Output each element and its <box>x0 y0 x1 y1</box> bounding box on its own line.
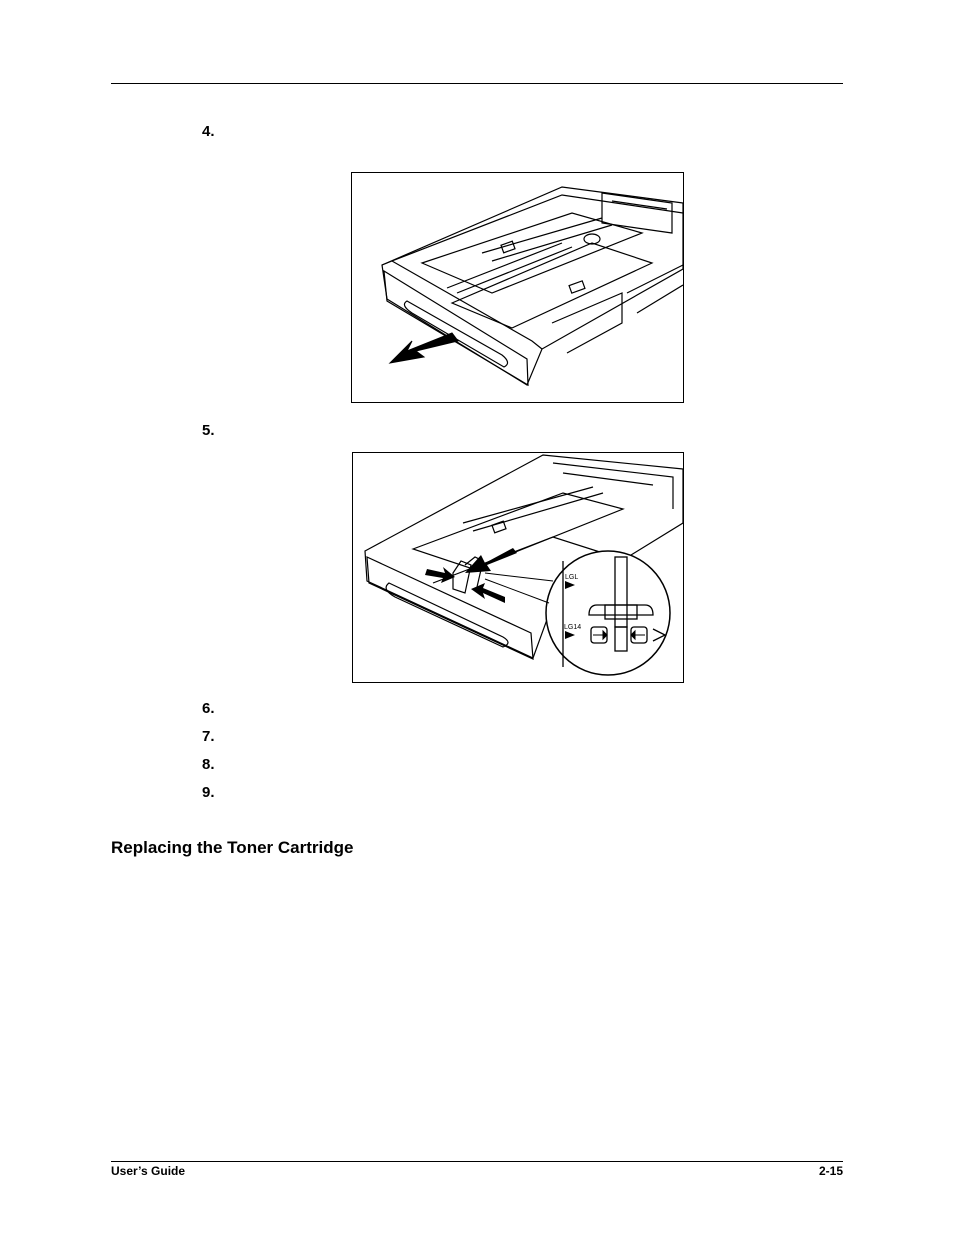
section-heading: Replacing the Toner Cartridge <box>111 838 354 857</box>
tray-pull-out-illustration <box>381 186 683 387</box>
figure-guide-adjust: LGL LG14 <box>352 452 684 683</box>
step-number-9: 9. <box>202 784 215 801</box>
footer-rule <box>111 1161 843 1162</box>
footer-page-number: 2-15 <box>818 1164 843 1178</box>
header-rule <box>111 83 843 84</box>
step-number-7: 7. <box>202 728 215 745</box>
step-number-6: 6. <box>202 700 215 717</box>
footer-guide-title: User’s Guide <box>111 1164 186 1178</box>
size-label-lg14: LG14 <box>564 624 581 631</box>
step-number-8: 8. <box>202 756 215 773</box>
guide-adjust-illustration: LGL LG14 <box>364 454 683 676</box>
step-number-5: 5. <box>202 422 215 439</box>
size-label-lgl: LGL <box>565 574 578 581</box>
step-number-4: 4. <box>202 123 215 140</box>
figure-tray-pull-out <box>351 172 684 403</box>
